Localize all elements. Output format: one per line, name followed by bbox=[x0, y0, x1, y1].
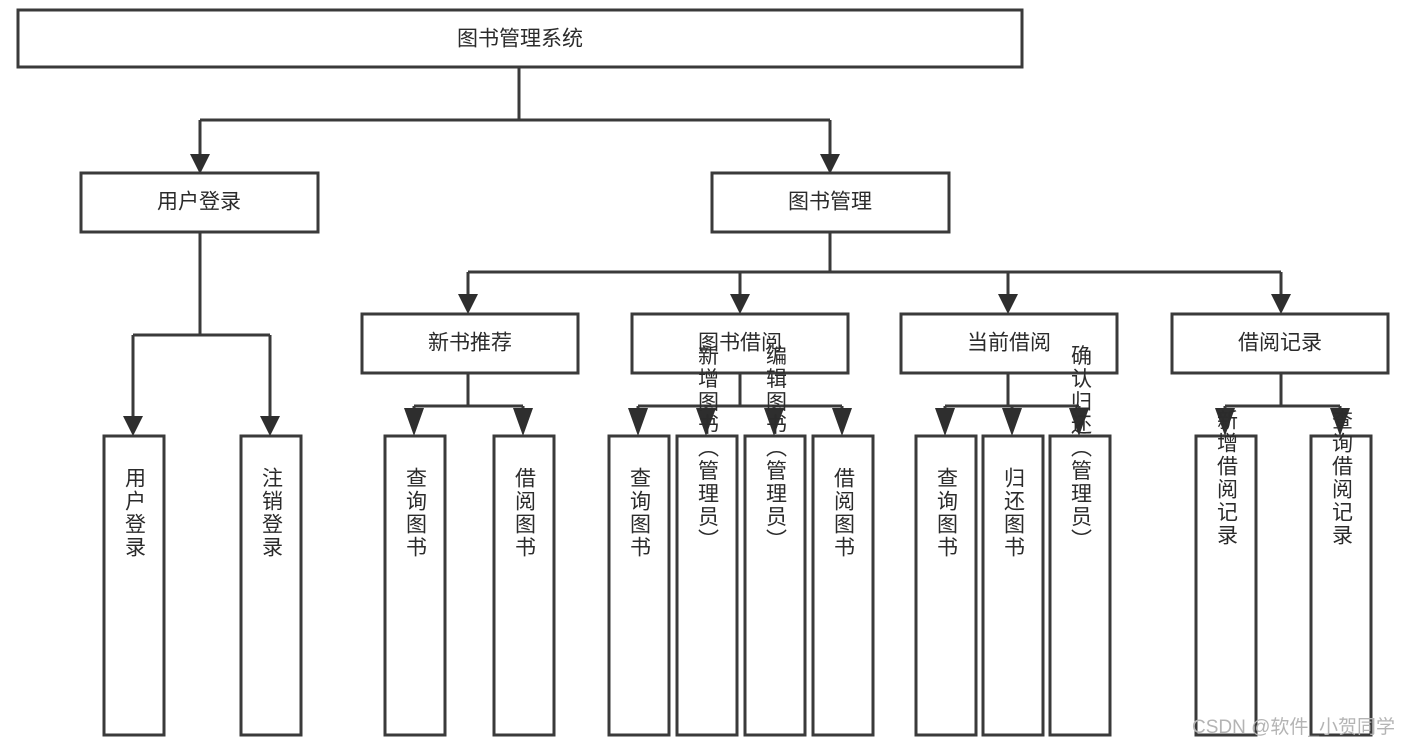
leaf-user-login-login-label: 用户登录 bbox=[123, 467, 147, 559]
leaf-current-confirm-return-box[interactable] bbox=[1048, 434, 1112, 737]
node-current-borrow-box[interactable] bbox=[899, 312, 1119, 375]
node-book-borrow-label: 图书借阅 bbox=[698, 332, 782, 355]
leaf-user-login-logout-box[interactable] bbox=[239, 434, 303, 737]
leaf-borrow-query-box[interactable] bbox=[607, 434, 671, 737]
leaf-borrow-add-book-label: 新增图书（管理员） bbox=[696, 345, 720, 552]
leaf-record-add-box[interactable] bbox=[1194, 434, 1258, 737]
leaf-user-login-logout[interactable]: 注销登录 bbox=[239, 434, 303, 737]
leaf-borrow-add-book-box[interactable] bbox=[675, 434, 739, 737]
leaf-new-book-borrow[interactable]: 借阅图书 bbox=[492, 434, 556, 737]
node-book-management-box[interactable] bbox=[710, 171, 951, 234]
arrow-head-current-borrow-l3 bbox=[1069, 408, 1089, 436]
leaf-borrow-borrow-book-label: 借阅图书 bbox=[832, 467, 856, 559]
arrow-head-book-borrow-l1 bbox=[628, 408, 648, 436]
node-book-management[interactable]: 图书管理 bbox=[710, 171, 951, 234]
node-borrow-record-label: 借阅记录 bbox=[1238, 332, 1322, 355]
arrow-head-new-book bbox=[458, 294, 478, 314]
node-user-login-box[interactable] bbox=[79, 171, 320, 234]
leaf-record-query-label: 查询借阅记录 bbox=[1330, 409, 1354, 547]
leaf-borrow-query-label: 查询图书 bbox=[628, 467, 652, 559]
node-borrow-record-box[interactable] bbox=[1170, 312, 1390, 375]
node-root-system-box[interactable] bbox=[16, 8, 1024, 69]
arrow-head-new-book-l1 bbox=[404, 408, 424, 436]
node-new-book-recommend[interactable]: 新书推荐 bbox=[360, 312, 580, 375]
leaf-current-return-label: 归还图书 bbox=[1002, 467, 1026, 559]
arrow-head-book-borrow-l2 bbox=[696, 408, 716, 436]
arrow-head-current-borrow-l1 bbox=[935, 408, 955, 436]
node-user-login[interactable]: 用户登录 bbox=[79, 171, 320, 234]
node-new-book-recommend-label: 新书推荐 bbox=[428, 332, 512, 355]
arrow-head-book-borrow bbox=[730, 294, 750, 314]
leaf-current-query-label: 查询图书 bbox=[935, 467, 959, 559]
leaf-new-book-query-label: 查询图书 bbox=[404, 467, 428, 559]
leaf-current-confirm-return[interactable]: 确认归还（管理员） bbox=[1048, 345, 1112, 737]
leaf-new-book-borrow-box[interactable] bbox=[492, 434, 556, 737]
arrow-head-user-login-leaf1 bbox=[123, 416, 143, 436]
arrow-head-borrow-record-l1 bbox=[1215, 408, 1235, 436]
leaf-record-query[interactable]: 查询借阅记录 bbox=[1309, 409, 1373, 737]
leaf-user-login-login[interactable]: 用户登录 bbox=[102, 434, 166, 737]
arrow-head-borrow-record bbox=[1271, 294, 1291, 314]
arrow-head-current-borrow bbox=[998, 294, 1018, 314]
node-book-borrow-box[interactable] bbox=[630, 312, 850, 375]
leaf-borrow-query[interactable]: 查询图书 bbox=[607, 434, 671, 737]
node-book-borrow[interactable]: 图书借阅 bbox=[630, 312, 850, 375]
leaf-current-return[interactable]: 归还图书 bbox=[981, 434, 1045, 737]
leaf-user-login-login-box[interactable] bbox=[102, 434, 166, 737]
arrow-head-current-borrow-l2 bbox=[1002, 408, 1022, 436]
leaf-borrow-edit-book-box[interactable] bbox=[743, 434, 807, 737]
arrow-head-new-book-l2 bbox=[513, 408, 533, 436]
arrow-head-borrow-record-l2 bbox=[1330, 408, 1350, 436]
arrow-head-book-borrow-l3 bbox=[764, 408, 784, 436]
node-user-login-label: 用户登录 bbox=[157, 191, 241, 214]
arrow-head-book-borrow-l4 bbox=[832, 408, 852, 436]
leaf-record-add-label: 新增借阅记录 bbox=[1215, 409, 1239, 547]
connector-layer bbox=[123, 67, 1350, 436]
leaf-new-book-borrow-label: 借阅图书 bbox=[513, 467, 537, 559]
leaf-new-book-query-box[interactable] bbox=[383, 434, 447, 737]
node-borrow-record[interactable]: 借阅记录 bbox=[1170, 312, 1390, 375]
leaf-borrow-edit-book-label: 编辑图书（管理员） bbox=[764, 345, 788, 552]
leaf-borrow-add-book[interactable]: 新增图书（管理员） bbox=[675, 345, 739, 737]
leaf-current-query-box[interactable] bbox=[914, 434, 978, 737]
node-root-system-label: 图书管理系统 bbox=[457, 28, 583, 51]
node-book-management-label: 图书管理 bbox=[788, 191, 872, 214]
leaf-borrow-edit-book[interactable]: 编辑图书（管理员） bbox=[743, 345, 807, 737]
leaf-record-query-box[interactable] bbox=[1309, 434, 1373, 737]
leaf-record-add[interactable]: 新增借阅记录 bbox=[1194, 409, 1258, 737]
node-current-borrow[interactable]: 当前借阅 bbox=[899, 312, 1119, 375]
leaf-borrow-borrow-book[interactable]: 借阅图书 bbox=[811, 434, 875, 737]
node-root-system[interactable]: 图书管理系统 bbox=[16, 8, 1024, 69]
node-current-borrow-label: 当前借阅 bbox=[967, 332, 1051, 355]
leaf-current-confirm-return-label: 确认归还（管理员） bbox=[1069, 345, 1093, 552]
leaf-new-book-query[interactable]: 查询图书 bbox=[383, 434, 447, 737]
leaf-current-query[interactable]: 查询图书 bbox=[914, 434, 978, 737]
leaf-borrow-borrow-book-box[interactable] bbox=[811, 434, 875, 737]
node-new-book-recommend-box[interactable] bbox=[360, 312, 580, 375]
leaf-current-return-box[interactable] bbox=[981, 434, 1045, 737]
leaf-user-login-logout-label: 注销登录 bbox=[260, 467, 284, 559]
arrow-head-user-login-leaf2 bbox=[260, 416, 280, 436]
arrow-head-book-mgmt bbox=[820, 154, 840, 174]
watermark-label: CSDN @软件_小贺同学 bbox=[1192, 716, 1395, 738]
arrow-head-user-login bbox=[190, 154, 210, 174]
